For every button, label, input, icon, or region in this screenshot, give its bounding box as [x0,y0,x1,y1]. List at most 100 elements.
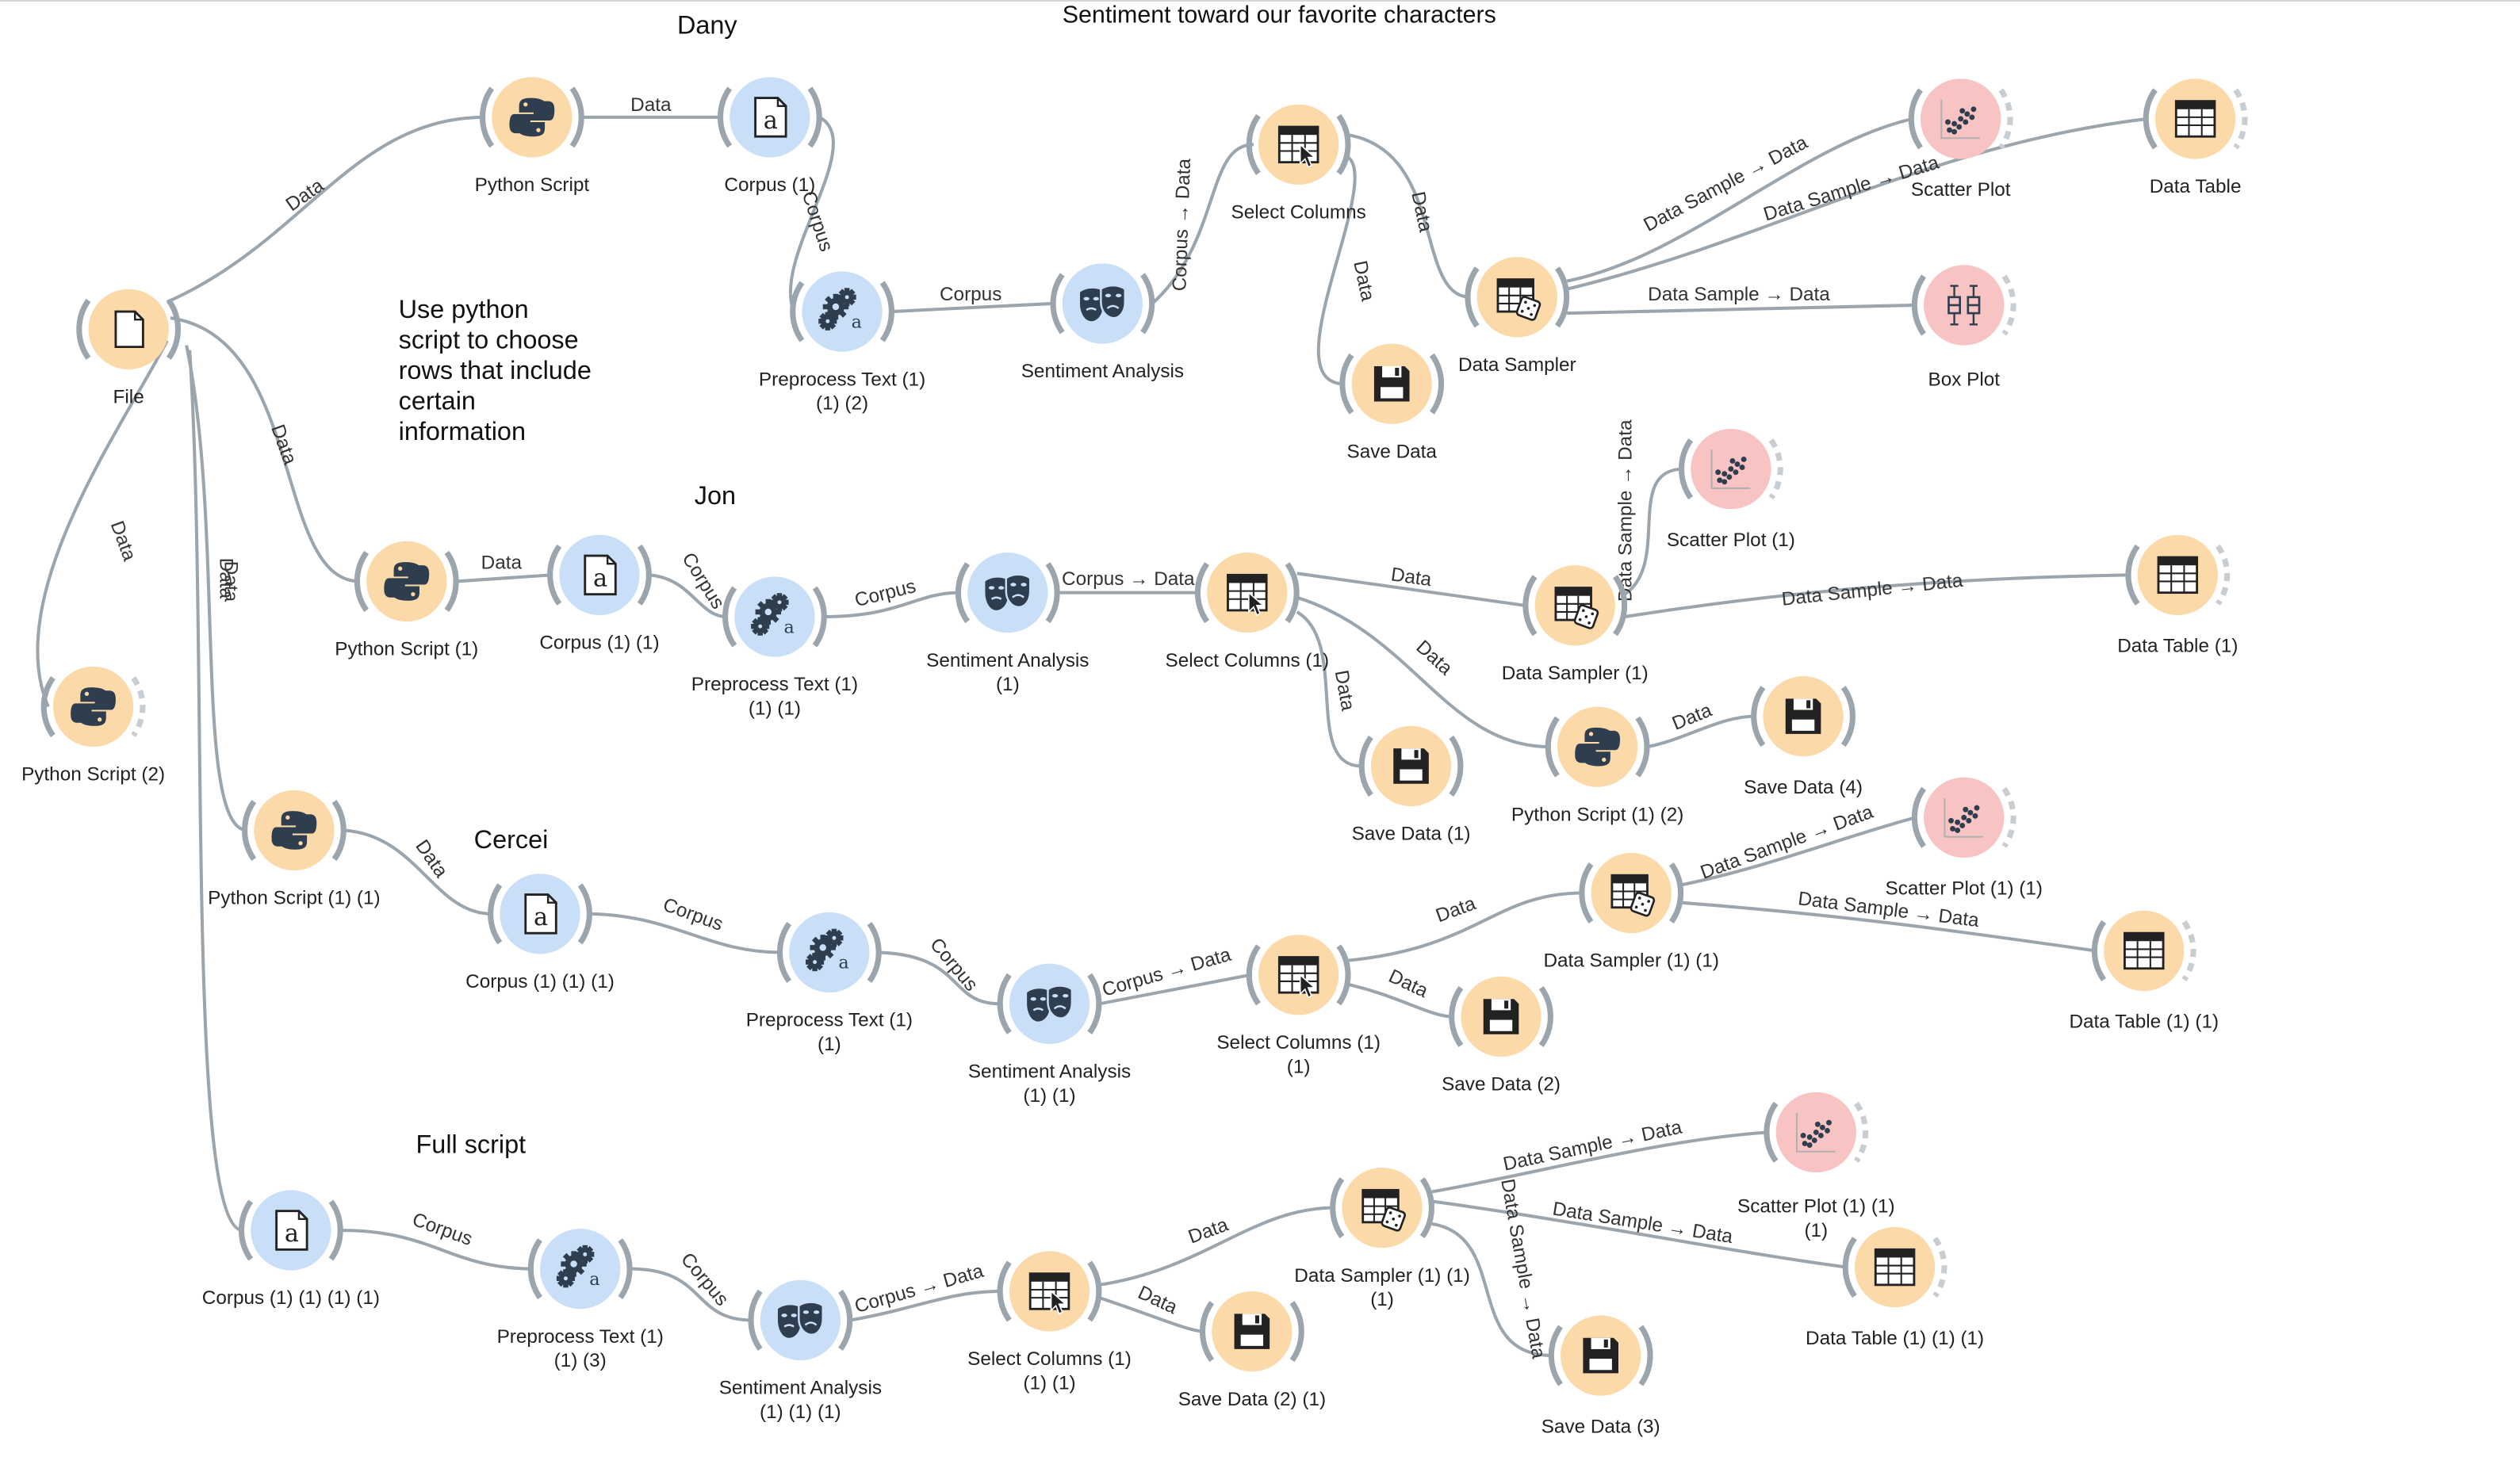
edge-prej-saj[interactable] [824,591,960,619]
node-psc[interactable]: Python Script (1) (1) [208,790,381,909]
node-input-port[interactable] [722,586,737,648]
edge-dsj-spj[interactable] [1623,467,1685,596]
node-input-port[interactable] [1246,113,1261,175]
node-output-port[interactable] [1045,562,1060,624]
node-ps[interactable]: Python Script [475,77,590,196]
node-input-port[interactable] [76,298,91,360]
node-file[interactable]: File [76,289,182,408]
node-input-port[interactable] [1358,735,1373,797]
node-output-port[interactable] [328,1199,343,1261]
edge-sac-scc[interactable] [1098,973,1251,1006]
node-input-port[interactable] [488,883,503,945]
annotation-note-line-5[interactable]: information [399,417,526,445]
edge-dsf-sd3[interactable] [1431,1222,1553,1358]
node-input-port[interactable] [1449,985,1464,1048]
node-output-port[interactable] [1429,353,1445,415]
node-sc[interactable]: Select Columns [1231,104,1366,224]
node-output-port[interactable] [1635,716,1650,778]
node-sd4[interactable]: Save Data (4) [1744,675,1863,798]
node-dt[interactable]: Data Table [2143,78,2248,197]
node-input-port[interactable] [238,1199,254,1261]
node-input-port[interactable] [2091,920,2107,981]
node-input-port[interactable] [2125,544,2140,606]
annotation-jon[interactable]: Jon [695,481,736,510]
node-ds[interactable]: Data Sampler [1458,257,1576,376]
node-input-port[interactable] [1246,944,1261,1006]
node-bp[interactable]: Box Plot [1911,265,2016,390]
edge-file-ps2[interactable] [36,339,169,708]
node-scj[interactable]: Select Columns (1) [1165,552,1329,671]
node-output-port[interactable] [166,298,182,360]
node-output-port[interactable] [1419,1177,1434,1239]
edge-scf-sd21[interactable] [1098,1296,1204,1333]
node-input-port[interactable] [1545,716,1560,778]
annotation-note-line-3[interactable]: rows that include [399,356,592,384]
node-output-port[interactable] [331,799,347,862]
edge-ds-dt[interactable] [1566,117,2148,291]
node-output-port[interactable] [1998,88,2013,150]
node-output-port[interactable] [879,281,894,342]
node-sd2[interactable]: Save Data (2) [1442,976,1561,1096]
node-input-port[interactable] [1199,1301,1215,1363]
node-output-port[interactable] [1087,1260,1102,1322]
edge-psj2-sd4[interactable] [1647,714,1756,749]
node-input-port[interactable] [1465,266,1480,328]
node-input-port[interactable] [1911,786,1927,848]
node-input-port[interactable] [242,799,257,862]
node-input-port[interactable] [1194,562,1210,624]
edge-pre-sa[interactable] [891,301,1053,314]
node-output-port[interactable] [807,86,822,148]
node-output-port[interactable] [637,544,652,606]
node-sd3[interactable]: Save Data (3) [1541,1315,1660,1437]
edge-scj-psj2[interactable] [1296,595,1551,749]
node-output-port[interactable] [838,1289,853,1351]
node-ps2[interactable]: Python Script (2) [21,666,165,786]
edge-file-ps[interactable] [166,115,486,304]
node-output-port[interactable] [1289,1301,1304,1363]
edge-sc-sd[interactable] [1316,155,1357,386]
node-input-port[interactable] [2143,88,2158,150]
edge-corpc-prec[interactable] [589,912,782,954]
edge-file-corpf[interactable] [188,350,243,1233]
edge-dsc-dtc[interactable] [1680,901,2097,953]
node-output-port[interactable] [1140,273,1155,335]
edge-corpj-prej[interactable] [649,573,727,619]
node-dsc[interactable]: Data Sampler (1) (1) [1543,852,1719,972]
node-input-port[interactable] [40,675,56,738]
node-output-port[interactable] [577,883,592,945]
edge-psj-corpj[interactable] [456,573,552,583]
node-input-port[interactable] [479,86,495,148]
node-dsj[interactable]: Data Sampler (1) [1502,565,1649,684]
node-output-port[interactable] [867,921,882,984]
node-dtf[interactable]: Data Table (1) (1) (1) [1806,1226,1984,1349]
node-output-port[interactable] [1638,1325,1653,1386]
node-output-port[interactable] [2001,274,2016,336]
node-output-port[interactable] [1854,1101,1869,1163]
node-sdj[interactable]: Save Data (1) [1352,725,1471,845]
node-sa[interactable]: Sentiment Analysis [1021,263,1184,382]
node-output-port[interactable] [2181,920,2196,981]
node-scc[interactable]: Select Columns (1)(1) [1216,935,1381,1077]
node-input-port[interactable] [1579,862,1594,924]
node-input-port[interactable] [1522,575,1538,637]
edge-prec-sac[interactable] [879,950,1000,1006]
edge-saf-scf[interactable] [849,1289,1001,1322]
node-input-port[interactable] [997,973,1012,1034]
node-output-port[interactable] [812,586,827,648]
node-spc[interactable]: Scatter Plot (1) (1) [1885,777,2043,900]
edge-sc-ds[interactable] [1348,133,1471,299]
edge-scj-sdj[interactable] [1296,610,1363,768]
edge-ds-bp[interactable] [1567,303,1916,315]
node-circle[interactable] [1924,265,2005,346]
node-output-port[interactable] [2233,88,2248,150]
node-output-port[interactable] [1336,113,1351,175]
node-sd21[interactable]: Save Data (2) (1) [1178,1291,1326,1410]
edge-psc-corpc[interactable] [343,828,492,916]
